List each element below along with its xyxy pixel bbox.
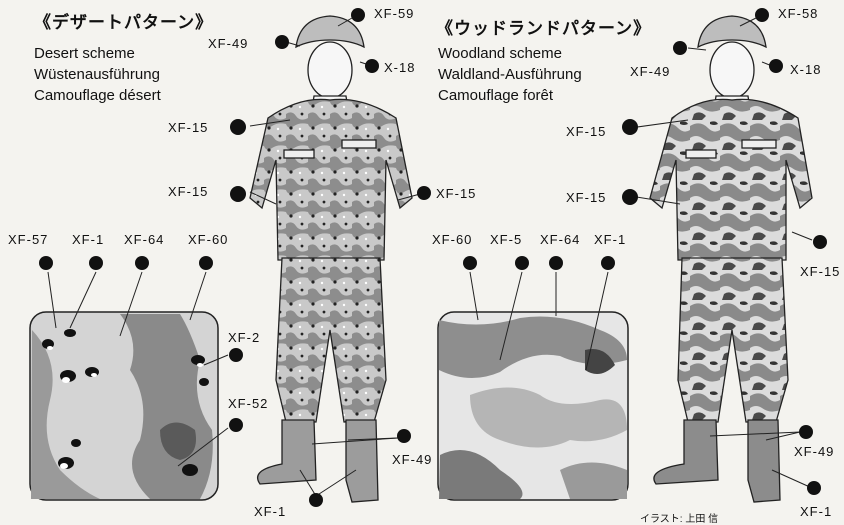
woodland-code-helmet-top: XF-58 bbox=[778, 6, 819, 21]
callout-leader-lines bbox=[47, 17, 813, 497]
woodland-code-swatch-2: XF-5 bbox=[490, 232, 523, 247]
woodland-code-shirt-right: XF-15 bbox=[800, 264, 841, 279]
desert-caption-en: Desert scheme bbox=[34, 45, 135, 62]
desert-code-helmet-right: X-18 bbox=[384, 60, 416, 75]
desert-code-shirt-right: XF-15 bbox=[436, 186, 477, 201]
desert-code-swatch-1: XF-57 bbox=[8, 232, 49, 247]
woodland-caption-fr: Camouflage forêt bbox=[438, 87, 554, 104]
desert-code-helmet-top: XF-59 bbox=[374, 6, 415, 21]
woodland-code-boots-bottom: XF-1 bbox=[800, 504, 833, 519]
woodland-code-swatch-1: XF-60 bbox=[432, 232, 473, 247]
woodland-caption-en: Woodland scheme bbox=[438, 45, 562, 62]
woodland-code-boots: XF-49 bbox=[794, 444, 835, 459]
woodland-code-shirt-side: XF-15 bbox=[566, 190, 607, 205]
desert-soldier-figure bbox=[249, 15, 413, 503]
desert-code-swatch-2: XF-1 bbox=[72, 232, 105, 247]
woodland-swatch bbox=[437, 311, 629, 501]
woodland-code-swatch-3: XF-64 bbox=[540, 232, 581, 247]
woodland-code-shirt-chest: XF-15 bbox=[566, 124, 607, 139]
desert-code-helmet-left: XF-49 bbox=[208, 36, 249, 51]
illustration-credit: イラスト: 上田 信 bbox=[640, 514, 719, 525]
desert-caption-fr: Camouflage désert bbox=[34, 87, 161, 104]
desert-code-swatch-right-1: XF-2 bbox=[228, 330, 261, 345]
paint-markers bbox=[39, 8, 827, 507]
woodland-code-helmet-left: XF-49 bbox=[630, 64, 671, 79]
desert-code-swatch-4: XF-60 bbox=[188, 232, 229, 247]
desert-code-boots: XF-49 bbox=[392, 452, 433, 467]
woodland-code-helmet-right: X-18 bbox=[790, 62, 822, 77]
woodland-title: 《ウッドランドパターン》 bbox=[436, 19, 652, 38]
desert-code-boots-bottom: XF-1 bbox=[254, 504, 287, 519]
woodland-code-swatch-4: XF-1 bbox=[594, 232, 627, 247]
desert-title: 《デザートパターン》 bbox=[34, 13, 214, 32]
desert-caption-de: Wüstenausführung bbox=[34, 66, 160, 83]
desert-code-swatch-3: XF-64 bbox=[124, 232, 165, 247]
desert-swatch bbox=[29, 311, 219, 501]
desert-code-swatch-right-2: XF-52 bbox=[228, 396, 269, 411]
desert-code-shirt-side: XF-15 bbox=[168, 184, 209, 199]
woodland-soldier-figure bbox=[649, 15, 813, 503]
desert-code-shirt-chest: XF-15 bbox=[168, 120, 209, 135]
woodland-caption-de: Waldland-Ausführung bbox=[438, 66, 582, 83]
